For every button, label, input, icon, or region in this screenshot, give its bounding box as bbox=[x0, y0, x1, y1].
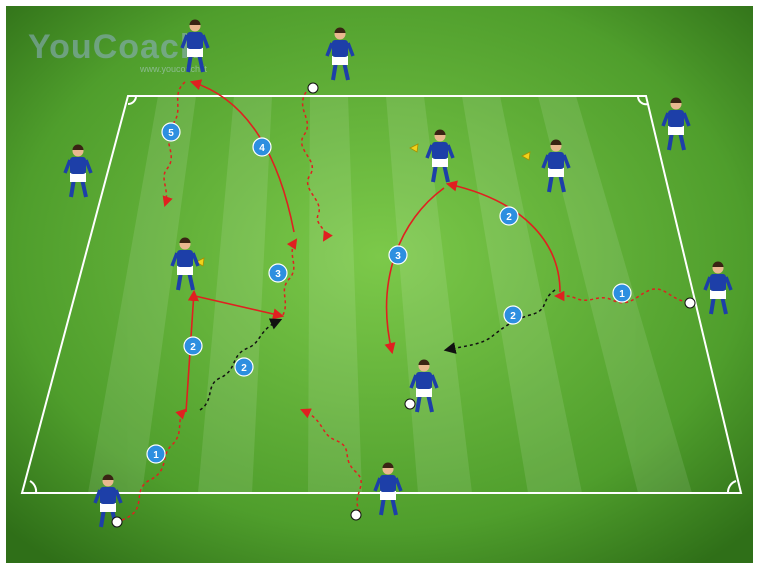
step-badge: 4 bbox=[253, 138, 271, 156]
ball-icon bbox=[351, 510, 361, 520]
ball-icon bbox=[112, 517, 122, 527]
step-badge: 1 bbox=[147, 445, 165, 463]
step-badge: 2 bbox=[504, 306, 522, 324]
step-badge-label: 3 bbox=[275, 269, 281, 280]
step-badge: 3 bbox=[269, 264, 287, 282]
step-badge: 2 bbox=[500, 207, 518, 225]
step-badge: 2 bbox=[184, 337, 202, 355]
step-badge-label: 5 bbox=[168, 128, 174, 139]
step-badge: 5 bbox=[162, 123, 180, 141]
step-badge-label: 2 bbox=[190, 342, 196, 353]
step-badge-label: 3 bbox=[395, 251, 401, 262]
watermark-brand: YouCoach bbox=[28, 28, 202, 66]
step-badge: 2 bbox=[235, 358, 253, 376]
step-badge-label: 2 bbox=[510, 311, 516, 322]
step-badge-label: 4 bbox=[259, 143, 265, 154]
step-badge: 1 bbox=[613, 284, 631, 302]
step-badge-label: 2 bbox=[506, 212, 512, 223]
watermark-url: www.youcoach.it bbox=[139, 64, 208, 74]
ball-icon bbox=[685, 298, 695, 308]
step-badge-label: 1 bbox=[619, 289, 625, 300]
step-badge: 3 bbox=[389, 246, 407, 264]
step-badge-label: 2 bbox=[241, 363, 247, 374]
ball-icon bbox=[308, 83, 318, 93]
ball-icon bbox=[405, 399, 415, 409]
step-badge-label: 1 bbox=[153, 450, 159, 461]
